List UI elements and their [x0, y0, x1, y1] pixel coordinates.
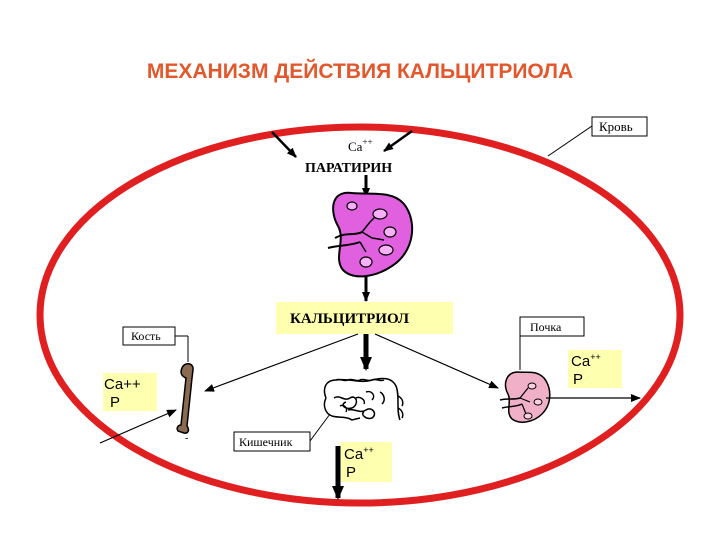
kidney-label: Почка — [530, 320, 562, 334]
kidney-main-icon — [327, 191, 413, 278]
bone-p-text: P — [110, 394, 120, 411]
blood-pointer-line — [547, 125, 593, 157]
arrow-right-to-parathyrin — [383, 129, 413, 153]
arrow-calcitriol-to-bone — [204, 333, 359, 392]
kidney-small-icon — [499, 371, 551, 423]
kidney-ca-sup: ++ — [590, 352, 601, 362]
calcitriol-label: КАЛЬЦИТРИОЛ — [290, 311, 409, 327]
blood-label: Кровь — [599, 119, 633, 134]
bone-icon — [176, 363, 194, 434]
slide-title: МЕХАНИЗМ ДЕЙСТВИЯ КАЛЬЦИТРИОЛА — [146, 60, 574, 83]
arrow-blood-to-bone — [99, 409, 177, 444]
intestine-icon — [323, 377, 404, 421]
calcitriol-box — [276, 302, 453, 334]
intestine-label-box — [233, 431, 311, 452]
intestine-ca-label: Ca++ — [344, 445, 374, 463]
intestine-label: Кишечник — [239, 435, 293, 449]
intestine-p-text: P — [346, 464, 356, 481]
intestine-ca-sup: ++ — [363, 445, 374, 455]
ca-top-text: Ca — [348, 139, 363, 154]
intestine-pointer-line — [309, 413, 331, 442]
arrow-left-to-parathyrin — [271, 131, 297, 158]
arrow-calcitriol-to-kidney — [374, 333, 499, 389]
kidney-ca-text: Ca — [571, 353, 591, 370]
bone-label: Кость — [131, 329, 161, 343]
kidney-ca-label: Ca++ — [571, 352, 601, 370]
kidney-p-text: P — [573, 371, 583, 388]
bone-ca-text: Ca++ — [104, 376, 141, 393]
parathyrin-label: ПАРАТИРИН — [305, 161, 392, 176]
ca-top-label: Ca++ — [348, 137, 373, 154]
intestine-ca-box — [340, 442, 392, 482]
kidney-ca-box — [568, 350, 622, 388]
bone-minus: - — [185, 433, 188, 444]
bone-ca-box — [103, 373, 157, 411]
ca-top-sup: ++ — [362, 137, 372, 147]
intestine-ca-text: Ca — [344, 446, 364, 463]
blood-oval — [36, 123, 684, 507]
